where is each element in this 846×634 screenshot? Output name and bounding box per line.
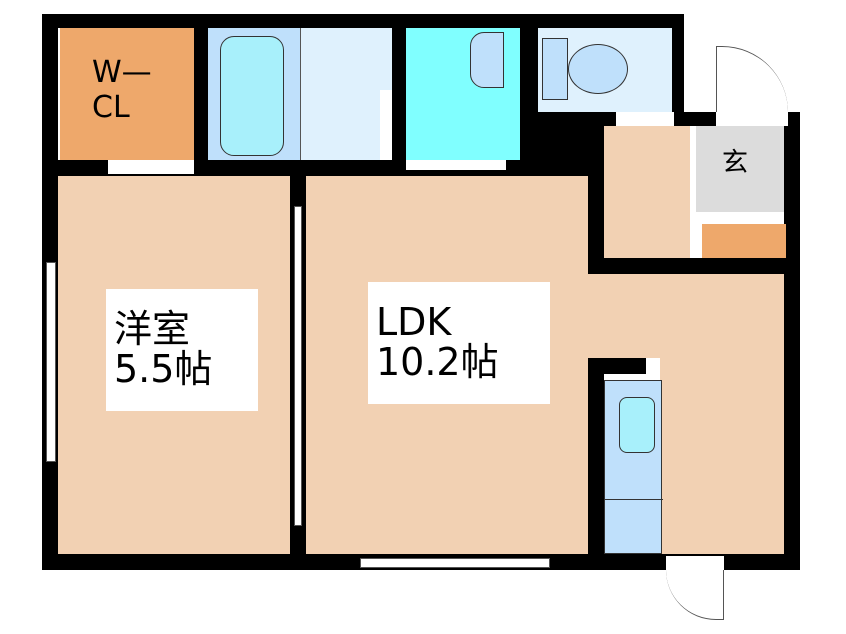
- back-door[interactable]: [666, 556, 724, 570]
- wall-wcl-right: [194, 14, 208, 174]
- western-room-label: 洋室 5.5帖: [106, 289, 258, 411]
- outer-wall-right: [784, 112, 800, 570]
- entrance-label: 玄: [722, 148, 749, 178]
- ldk-label: LDK 10.2帖: [368, 282, 550, 404]
- toilet-room-sink: [406, 28, 520, 160]
- closet-door[interactable]: [108, 160, 194, 174]
- bathroom: [208, 28, 300, 160]
- shoe-cabinet: [702, 224, 786, 258]
- entrance-door[interactable]: [716, 112, 788, 126]
- entrance: 玄: [696, 126, 784, 212]
- walk-in-closet: W— CL: [60, 28, 194, 160]
- closet-label-line2: CL: [92, 89, 130, 125]
- window-ldk-bottom[interactable]: [360, 558, 550, 568]
- entrance-door-swing: [716, 46, 788, 112]
- sliding-door-divider[interactable]: [294, 206, 302, 526]
- wall-fridge-top: [588, 358, 646, 374]
- washroom: [300, 28, 392, 160]
- toilet-tank-icon: [542, 38, 568, 100]
- western-room-size: 5.5帖: [114, 347, 213, 391]
- sink-room-door[interactable]: [406, 160, 506, 170]
- back-door-swing: [666, 570, 724, 620]
- wall-bath-wash: [392, 14, 406, 174]
- toilet-door[interactable]: [616, 112, 674, 126]
- toilet-bowl-icon: [568, 44, 628, 94]
- hallway: [604, 126, 690, 258]
- ldk-size: 10.2帖: [376, 340, 499, 384]
- western-room-name: 洋室: [114, 307, 191, 352]
- wall-hall-left: [588, 112, 604, 272]
- kitchen-sink-icon: [619, 397, 655, 453]
- sink-icon: [470, 32, 504, 88]
- wall-hall-bottom: [588, 258, 800, 274]
- washroom-door[interactable]: [380, 90, 392, 160]
- ldk-kitchen-area: [588, 274, 784, 358]
- kitchen-counter: [604, 380, 663, 554]
- window-western-left[interactable]: [46, 262, 56, 462]
- bathtub-icon: [220, 36, 284, 156]
- closet-label-line1: W—: [92, 55, 152, 90]
- toilet-room: [538, 28, 672, 112]
- wall-fridge-left: [588, 358, 604, 558]
- counter-divider: [605, 499, 663, 500]
- kitchen-corridor: [660, 358, 784, 554]
- ldk-name: LDK: [376, 300, 452, 345]
